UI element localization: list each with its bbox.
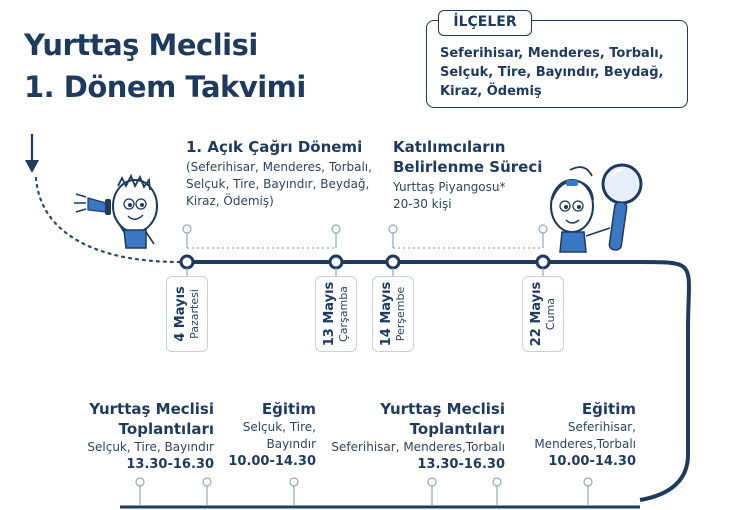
event-places: Selçuk, Tire, Bayındır: [87, 440, 214, 454]
event-title: Toplantıları: [409, 420, 505, 438]
arrow-down-icon: [25, 134, 39, 173]
date-card-may-22: 22 Mayıs Cuma: [522, 276, 564, 352]
event-training-1: Eğitim Selçuk, Tire, Bayındır 10.00-14.3…: [214, 399, 316, 470]
event-meeting-1: Yurttaş Meclisi Toplantıları Selçuk, Tir…: [40, 399, 214, 473]
event-places: Selçuk, Tire,: [242, 420, 316, 434]
page-title-line1: Yurttaş Meclisi: [24, 28, 258, 62]
selection-bracket: [388, 224, 548, 249]
date-day: 13 Mayıs: [322, 281, 337, 347]
selection-title-1: Katılımcıların: [393, 138, 506, 156]
event-time: 10.00-14.30: [548, 454, 636, 469]
open-call-bracket: [182, 224, 341, 249]
event-title: Yurttaş Meclisi: [89, 400, 214, 418]
page-title-line2: 1. Dönem Takvimi: [24, 70, 306, 104]
date-card-may-14: 14 Mayıs Perşembe: [372, 276, 414, 352]
open-call-districts-3: Kiraz, Ödemiş): [186, 194, 274, 208]
selection-title-2: Belirlenme Süreci: [393, 158, 543, 176]
event-title: Eğitim: [261, 400, 316, 418]
timeline-main-line: [185, 260, 691, 502]
event-title: Eğitim: [581, 400, 636, 418]
date-day: 4 Mayıs: [173, 286, 188, 342]
date-weekday: Perşembe: [394, 286, 407, 342]
event-places: Seferihisar,: [567, 420, 636, 434]
timeline-dotted-lead: [34, 176, 182, 264]
event-places: Menderes,Torbalı: [534, 437, 636, 451]
event-time: 13.30-16.30: [417, 457, 505, 472]
open-call-districts-2: Selçuk, Tire, Bayındır, Beydağ,: [186, 177, 370, 191]
open-call-title: 1. Açık Çağrı Dönemi: [186, 138, 363, 156]
boy-megaphone-illustration: [74, 173, 158, 249]
event-title: Yurttaş Meclisi: [380, 400, 505, 418]
date-day: 22 Mayıs: [529, 281, 544, 347]
event-time: 10.00-14.30: [228, 454, 316, 469]
date-card-may-4: 4 Mayıs Pazartesi: [166, 276, 208, 352]
event-training-2: Eğitim Seferihisar, Menderes,Torbalı 10.…: [520, 399, 636, 470]
date-weekday: Pazartesi: [188, 289, 201, 339]
event-title: Toplantıları: [118, 420, 214, 438]
girl-magnifier-illustration: [550, 163, 643, 253]
event-places: Seferihisar, Menderes,Torbalı: [331, 440, 505, 454]
date-day: 14 Mayıs: [379, 281, 394, 347]
date-weekday: Cuma: [544, 297, 557, 331]
date-card-may-13: 13 Mayıs Çarşamba: [315, 276, 357, 352]
event-connector-dots: [135, 477, 593, 505]
event-places: Bayındır: [266, 437, 316, 451]
districts-list: Seferihisar, Menderes, Torbalı, Selçuk, …: [440, 46, 664, 99]
districts-label: İLÇELER: [438, 10, 532, 36]
selection-lottery: Yurttaş Piyangosu*: [393, 180, 506, 194]
districts-box: [426, 20, 688, 108]
event-meeting-2: Yurttaş Meclisi Toplantıları Seferihisar…: [318, 399, 505, 473]
selection-count: 20-30 kişi: [393, 197, 452, 211]
event-time: 13.30-16.30: [126, 457, 214, 472]
date-weekday: Çarşamba: [337, 286, 350, 342]
open-call-districts-1: (Seferihisar, Menderes, Torbalı,: [186, 160, 372, 174]
